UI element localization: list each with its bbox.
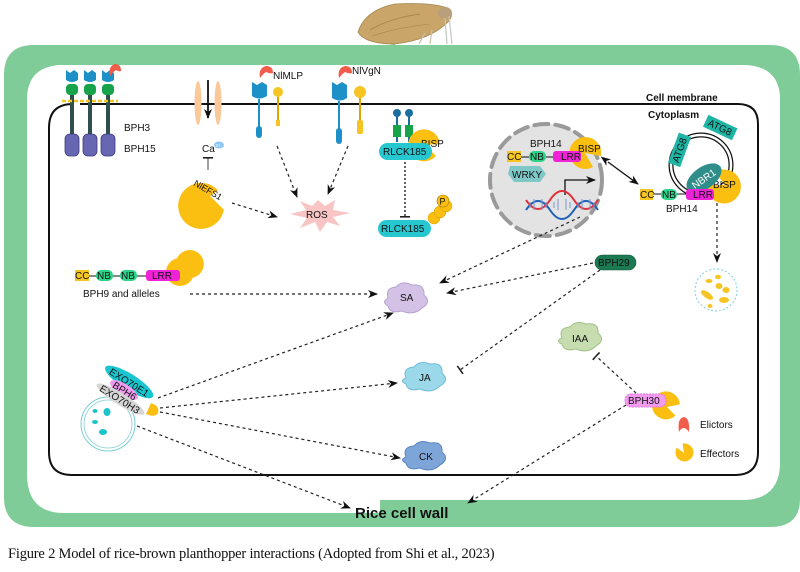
nucleus: BPH14 BISP CC NB LRR WRKY [488, 122, 604, 238]
nucleus-bph14-label: BPH14 [530, 139, 562, 150]
wrky-label: WRKY [512, 170, 542, 181]
cell-membrane [48, 103, 759, 476]
effector-icon [675, 443, 694, 462]
bph9-alleles: CC NB NB LRR BPH9 and alleles [75, 250, 204, 300]
bph6 [110, 380, 138, 400]
autophagy-bisp-label: BISP [713, 180, 736, 191]
vacuole [694, 268, 738, 312]
exo70h3 [96, 383, 145, 415]
svg-text:SA: SA [400, 293, 414, 304]
nimlp-receptor: NlMLP [252, 66, 303, 138]
exo70e1 [105, 365, 154, 399]
bph30: BPH30 [624, 391, 680, 420]
bph9-label: BPH9 and alleles [83, 289, 160, 300]
sa-cloud: SA [384, 282, 428, 314]
legend: Elictors Effectors [675, 417, 739, 462]
svg-text:CC: CC [507, 152, 521, 163]
bph3-label: BPH3 [124, 123, 151, 134]
phospho-label: P [440, 197, 446, 207]
ros-burst: ROS [290, 200, 350, 232]
brown-planthopper-icon [357, 3, 453, 45]
bph15-label: BPH15 [124, 144, 156, 155]
svg-text:IAA: IAA [572, 334, 588, 345]
figure-caption: Figure 2 Model of rice-brown planthopper… [8, 546, 495, 562]
bph3-bph15-receptors: BPH3 BPH15 [62, 64, 156, 157]
rlck185-bottom [378, 220, 431, 237]
ros-label: ROS [306, 210, 328, 221]
cell-wall-label: Rice cell wall [355, 505, 448, 522]
svg-text:NB: NB [97, 271, 111, 282]
svg-text:LRR: LRR [561, 152, 581, 163]
dna-icon [525, 190, 599, 220]
svg-text:NB: NB [530, 152, 544, 163]
svg-text:Elictors: Elictors [700, 420, 733, 431]
nimlp-label: NlMLP [273, 71, 303, 82]
svg-text:JA: JA [419, 373, 431, 384]
svg-text:NB: NB [662, 190, 676, 201]
svg-text:Effectors: Effectors [700, 449, 739, 460]
svg-text:CK: CK [419, 452, 433, 463]
legend-item-effectors: Effectors [675, 443, 739, 462]
calcium-charge: 2+ [216, 143, 222, 148]
svg-text:BPH29: BPH29 [598, 258, 630, 269]
calcium-label: Ca [202, 144, 215, 155]
svg-text:NB: NB [121, 271, 135, 282]
elicitor-icon [109, 64, 121, 76]
nucleus-bisp-label: BISP [578, 144, 601, 155]
autophagy-bph14-label: BPH14 [666, 204, 698, 215]
nivgn-receptor: NlVgN [332, 66, 381, 144]
ck-cloud: CK [402, 441, 446, 471]
svg-text:CC: CC [640, 190, 654, 201]
atg8-right [702, 114, 738, 141]
svg-text:BPH30: BPH30 [628, 396, 660, 407]
rlck185-complex: BISP RLCK185 P RLCK185 [378, 109, 453, 237]
bisp-rlck-label: BISP [421, 139, 444, 150]
svg-text:RLCK185: RLCK185 [383, 147, 427, 158]
ja-cloud: JA [402, 362, 446, 392]
nbr1 [686, 163, 722, 193]
niefs1-effector: NlEFS1 [178, 178, 224, 229]
nivgn-label: NlVgN [352, 66, 381, 77]
legend-item-elicitors: Elictors [678, 417, 733, 432]
elicitor-icon [678, 417, 690, 432]
bph29: BPH29 [594, 254, 637, 271]
iaa-cloud: IAA [558, 322, 602, 352]
svg-text:LRR: LRR [693, 190, 713, 201]
rlck185-top [379, 143, 432, 160]
cell-membrane-label: Cell membrane [646, 93, 718, 104]
svg-text:LRR: LRR [152, 271, 172, 282]
svg-text:RLCK185: RLCK185 [381, 224, 425, 235]
atg8-left [667, 132, 692, 168]
calcium-channel: Ca 2+ [194, 80, 224, 170]
cytoplasm-label: Cytoplasm [648, 110, 699, 121]
svg-text:CC: CC [75, 271, 89, 282]
